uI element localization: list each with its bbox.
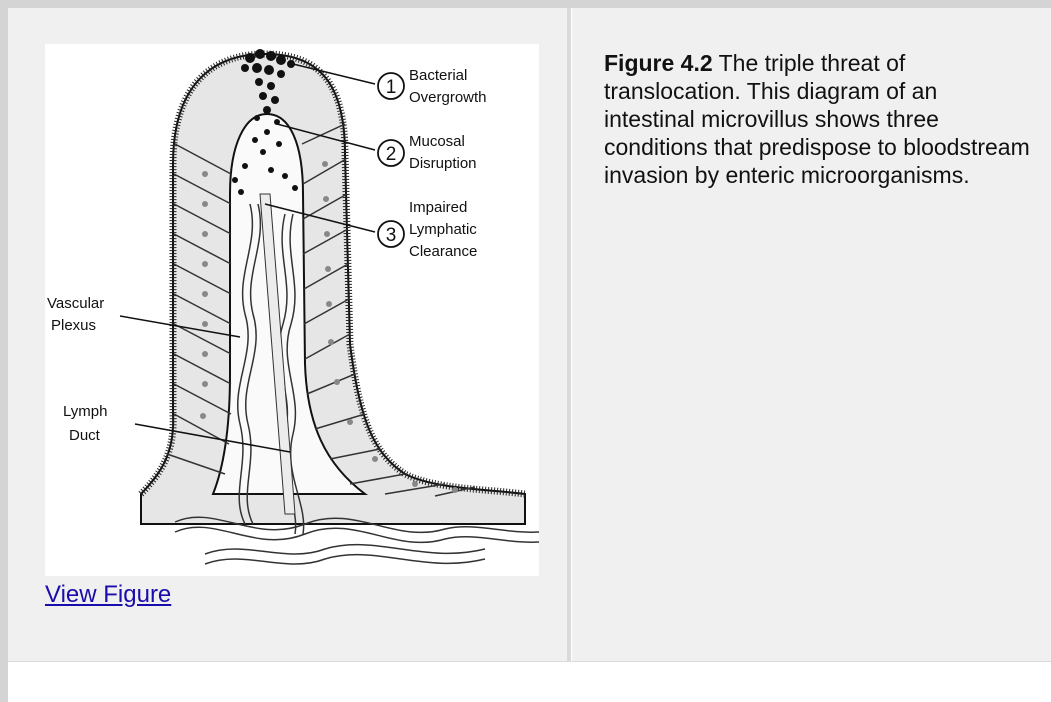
label-plexus: Plexus [51,317,96,334]
label-lymph: Lymph [63,403,107,420]
label-lymphatic: Lymphatic [409,221,477,238]
label-duct: Duct [69,427,101,444]
label-disruption: Disruption [409,155,477,172]
number-1: 1 [386,77,397,98]
label-impaired: Impaired [409,199,467,216]
table-left-border [0,8,8,702]
table-top-border [0,0,1051,8]
label-mucosal: Mucosal [409,133,465,150]
microvillus-diagram: 1 2 3 Bacterial Overgrowth Mucosal Disru… [45,44,539,576]
figure-number: Figure 4.2 [604,50,713,76]
villus-outer-wall [141,54,525,524]
figure-caption: Figure 4.2 The triple threat of transloc… [604,49,1034,189]
number-2: 2 [386,144,397,165]
number-3: 3 [386,225,397,246]
caption-cell: Figure 4.2 The triple threat of transloc… [571,8,1051,662]
label-vascular: Vascular [47,295,104,312]
label-clearance: Clearance [409,243,477,260]
label-bacterial: Bacterial [409,67,467,84]
figure-cell: 1 2 3 Bacterial Overgrowth Mucosal Disru… [8,8,571,662]
label-overgrowth: Overgrowth [409,89,487,106]
microvillus-svg: 1 2 3 Bacterial Overgrowth Mucosal Disru… [45,44,539,576]
view-figure-link[interactable]: View Figure [45,581,171,609]
